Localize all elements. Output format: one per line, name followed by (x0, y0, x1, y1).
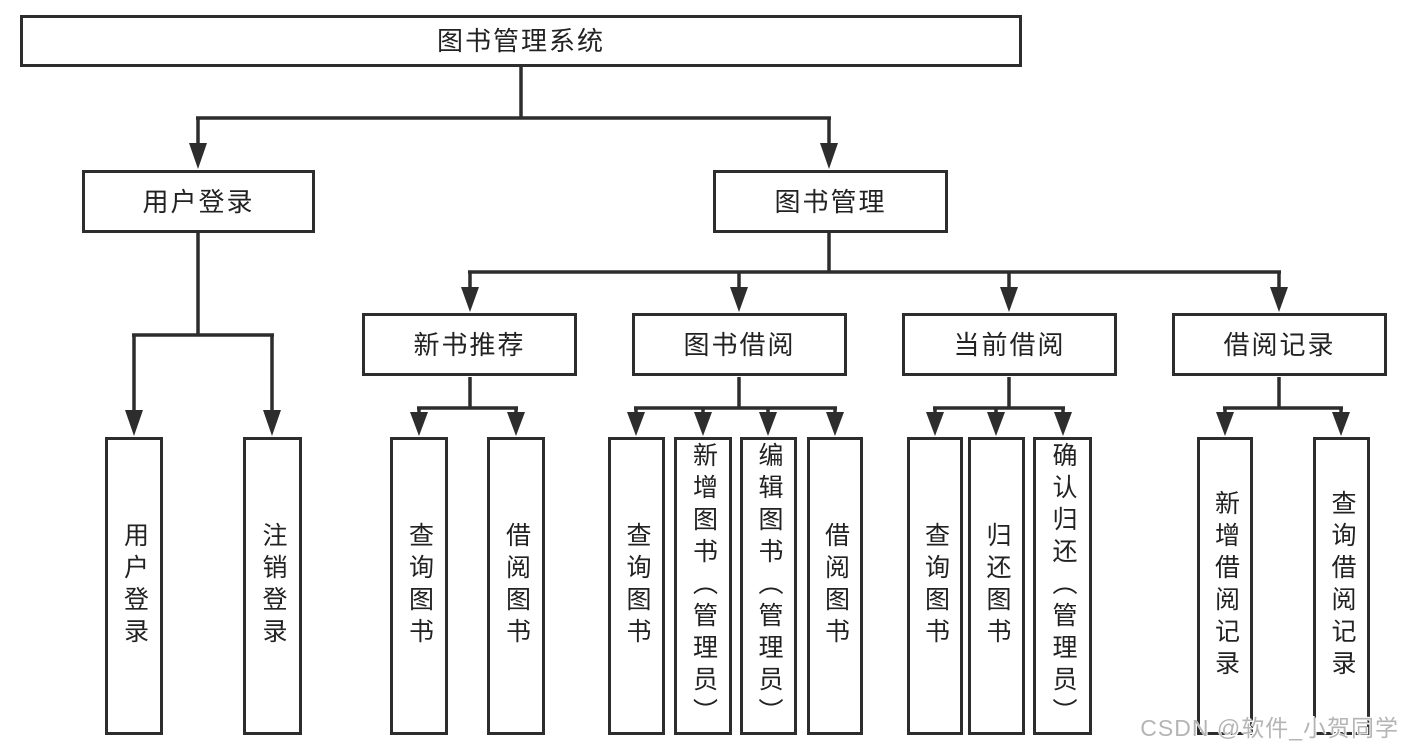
leaf-user-login-label: 用户登录 (120, 522, 149, 650)
node-book-management-label: 图书管理 (774, 186, 887, 217)
leaf-user-login: 用户登录 (105, 437, 163, 735)
node-user-login-label: 用户登录 (142, 186, 255, 217)
leaf-current-query-books-label: 查询图书 (921, 522, 950, 650)
leaf-recommend-borrow-books-label: 借阅图书 (502, 522, 531, 650)
node-current-borrow: 当前借阅 (902, 313, 1117, 376)
leaf-borrow-books-label: 借阅图书 (821, 522, 850, 650)
leaf-add-borrow-record: 新增借阅记录 (1197, 437, 1253, 735)
leaf-confirm-return-admin: 确认归还（管理员） (1033, 437, 1092, 735)
connector-book-borrow-to-leaves (627, 377, 844, 436)
leaf-borrow-books: 借阅图书 (807, 437, 863, 735)
node-borrow-records: 借阅记录 (1172, 313, 1387, 376)
leaf-add-books-admin: 新增图书（管理员） (674, 437, 732, 735)
node-root-system: 图书管理系统 (20, 15, 1022, 67)
connector-book-mgmt-to-level3 (461, 233, 1288, 312)
node-book-borrow-label: 图书借阅 (683, 329, 796, 360)
leaf-logout-label: 注销登录 (259, 522, 287, 650)
node-user-login: 用户登录 (82, 170, 315, 233)
connector-borrow-records-to-leaves (1216, 377, 1350, 436)
connector-user-login-to-leaves (125, 233, 281, 436)
leaf-return-books-label: 归还图书 (983, 522, 1011, 650)
leaf-add-books-admin-label: 新增图书（管理员） (689, 442, 718, 730)
leaf-recommend-query-books-label: 查询图书 (405, 522, 434, 650)
leaf-borrow-query-books-label: 查询图书 (623, 522, 651, 650)
connector-root-to-level2 (189, 67, 838, 169)
leaf-return-books: 归还图书 (968, 437, 1025, 735)
node-new-book-recommend: 新书推荐 (362, 313, 577, 376)
leaf-recommend-borrow-books: 借阅图书 (487, 437, 545, 735)
node-book-management: 图书管理 (713, 170, 948, 233)
node-borrow-records-label: 借阅记录 (1223, 329, 1336, 360)
leaf-edit-books-admin: 编辑图书（管理员） (740, 437, 797, 735)
node-root-system-label: 图书管理系统 (436, 26, 605, 56)
connector-current-borrow-to-leaves (926, 377, 1072, 436)
leaf-query-borrow-record: 查询借阅记录 (1313, 437, 1370, 735)
node-current-borrow-label: 当前借阅 (953, 329, 1066, 360)
leaf-add-borrow-record-label: 新增借阅记录 (1211, 490, 1240, 682)
node-new-book-recommend-label: 新书推荐 (413, 329, 526, 360)
leaf-borrow-query-books: 查询图书 (608, 437, 665, 735)
leaf-query-borrow-record-label: 查询借阅记录 (1328, 490, 1356, 682)
node-book-borrow: 图书借阅 (632, 313, 847, 376)
connector-new-book-to-leaves (410, 377, 525, 436)
leaf-recommend-query-books: 查询图书 (390, 437, 448, 735)
leaf-confirm-return-admin-label: 确认归还（管理员） (1049, 442, 1077, 730)
leaf-logout: 注销登录 (243, 437, 302, 735)
leaf-current-query-books: 查询图书 (907, 437, 963, 735)
leaf-edit-books-admin-label: 编辑图书（管理员） (755, 442, 783, 730)
watermark: CSDN @软件_小贺同学 (1140, 715, 1399, 741)
